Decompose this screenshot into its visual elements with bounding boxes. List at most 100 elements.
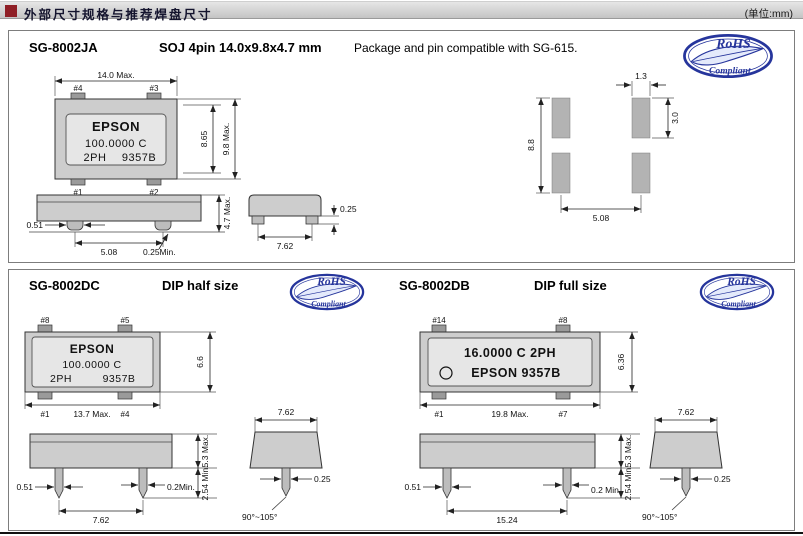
dim-lead-width: 0.51: [404, 482, 421, 492]
dim-height: 4.7 Max.: [222, 197, 232, 230]
solder-pad: [631, 152, 651, 194]
model-name-ja: SG-8002JA: [29, 40, 98, 55]
dimension-lines: [257, 205, 339, 241]
dim-lead-pitch: 7.62: [93, 515, 110, 525]
pin-label-4: #4: [121, 410, 130, 419]
db-top-view: #14 #8 16.0000 C 2PH EPSON 9357B: [419, 316, 638, 419]
dim-row-span: 7.62: [278, 407, 295, 417]
dip-lead: [562, 467, 572, 499]
dim-lead-thickness: 0.2 Min: [591, 485, 619, 495]
rohs-compliant-text: Compliant: [311, 299, 346, 308]
package-end-body: [649, 431, 723, 469]
page-title: 外部尺寸规格与推荐焊盘尺寸: [24, 8, 213, 22]
solder-pad: [551, 97, 571, 139]
dimension-lines: [419, 331, 638, 409]
chip-label-plate: [31, 336, 154, 388]
pin-label-1: #1: [435, 410, 444, 419]
pin-tab: [555, 391, 571, 400]
chip-label-plate: [427, 337, 593, 387]
dim-lead-pitch: 5.08: [101, 247, 118, 257]
rohs-text: RoHS: [316, 276, 346, 288]
pin-label-4: #4: [74, 84, 83, 93]
dip-lead: [281, 467, 291, 497]
unit-label: (单位:mm): [744, 8, 793, 20]
pin-tab: [117, 324, 133, 333]
dim-lead-foot: 0.25: [314, 474, 331, 484]
sg8002dc-db-drawings: #8 #5 EPSON 100.0000 C 2PH 9357B: [16, 316, 731, 525]
dip-lead: [54, 467, 64, 499]
j-lead: [66, 220, 84, 231]
dim-lead-foot: 0.25: [714, 474, 731, 484]
pin-tab: [37, 391, 53, 400]
panel-sg8002ja: SG-8002JA SOJ 4pin 14.0x9.8x4.7 mm Packa…: [8, 30, 795, 263]
dim-body-width: 19.8 Max.: [491, 409, 528, 419]
pin-tab: [146, 92, 162, 100]
dc-side-view: 0.51 7.62 0.2Min. 5.3 Max. 2.54 Min.: [16, 433, 217, 525]
dimension-lines: [536, 81, 674, 213]
pin-label-1: #1: [74, 188, 83, 197]
compatibility-note: Package and pin compatible with SG-615.: [354, 41, 578, 55]
dim-lead-thickness: 0.2Min.: [167, 482, 195, 492]
model-name-dc: SG-8002DC: [29, 278, 100, 293]
package-type-dc: DIP half size: [162, 278, 239, 293]
dim-body-depth: 9.8 Max.: [221, 123, 231, 156]
pin-label-2: #2: [150, 188, 159, 197]
pin-tab: [146, 178, 162, 186]
chip-frequency: 100.0000 C: [62, 359, 121, 371]
dim-pad-width: 1.3: [635, 71, 647, 81]
dim-lead-width: 0.51: [26, 220, 43, 230]
dim-lead-pitch: 15.24: [496, 515, 518, 525]
chip-brand: EPSON: [92, 119, 140, 134]
dc-top-view: #8 #5 EPSON 100.0000 C 2PH 9357B: [24, 316, 216, 419]
package-end-body: [248, 194, 322, 217]
sg8002ja-drawings: 14.0 Max. #4 #3 EPSON 100.0000 C 2PH 935…: [26, 71, 680, 257]
chip-code: 2PH: [50, 373, 72, 385]
dimension-lines: [423, 433, 640, 515]
package-type-ja: SOJ 4pin 14.0x9.8x4.7 mm: [159, 40, 322, 55]
pin-label-5: #5: [121, 316, 130, 325]
page-bottom-rule: [0, 532, 803, 534]
rohs-text: RoHS: [726, 276, 756, 288]
dip-lead: [681, 467, 691, 497]
pin-label-1: #1: [41, 410, 50, 419]
dim-standoff: 0.25Min.: [143, 247, 176, 257]
dim-foot-height: 0.25: [340, 204, 357, 214]
ja-side-view: 0.51 5.08 0.25Min. 4.7 Max.: [26, 194, 232, 257]
dim-pad-height: 3.0: [670, 112, 680, 124]
dimension-lines: [177, 98, 241, 180]
dim-lead-angle: 90°~105°: [642, 512, 677, 522]
pin-tab: [70, 92, 86, 100]
ja-pad-layout: 1.3 3.0 8.8 5.08: [526, 71, 680, 223]
chip-lot: 9357B: [122, 152, 156, 164]
ja-end-view: 7.62 0.25: [248, 194, 357, 251]
pin-tab: [555, 324, 571, 333]
rohs-logo: RoHS Compliant: [289, 273, 365, 311]
dip-lead: [138, 467, 148, 499]
dip-lead: [442, 467, 452, 499]
dim-body-depth: 6.6: [195, 356, 205, 368]
chip-label-plate: [65, 113, 167, 166]
chip-brand: EPSON: [70, 342, 115, 356]
dim-lead-span: 8.65: [199, 130, 209, 147]
dim-lead-length: 2.54 Min.: [200, 466, 210, 501]
dc-end-view: 7.62 0.25 90°~105°: [242, 407, 331, 522]
chip-frequency: 16.0000 C 2PH: [464, 346, 556, 360]
rohs-compliant-text: Compliant: [721, 299, 756, 308]
dimension-lines: [654, 417, 718, 511]
dim-body-width: 13.7 Max.: [73, 409, 110, 419]
foot: [305, 215, 319, 225]
pin-label-14: #14: [432, 316, 446, 325]
panel-sg8002dc-db: SG-8002DC DIP half size RoHS Compliant S…: [8, 269, 795, 531]
package-side-body: [36, 194, 202, 222]
chip-lot: 9357B: [103, 373, 136, 385]
pin-label-8: #8: [559, 316, 568, 325]
dim-lead-width: 0.51: [16, 482, 33, 492]
rohs-logo: RoHS Compliant: [699, 273, 775, 311]
rohs-logo: RoHS Compliant: [683, 34, 773, 78]
pin-tab: [70, 178, 86, 186]
dimension-lines: [54, 76, 178, 96]
pin-tab: [431, 324, 447, 333]
chip-frequency: 100.0000 C: [85, 138, 147, 150]
dim-lead-angle: 90°~105°: [242, 512, 277, 522]
